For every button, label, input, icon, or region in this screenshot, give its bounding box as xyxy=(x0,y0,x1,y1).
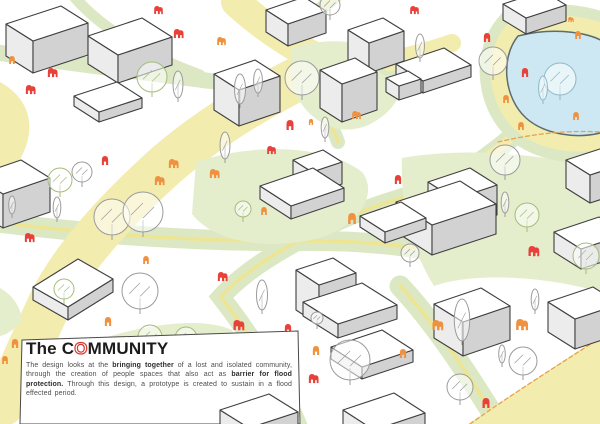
person-figure xyxy=(399,349,407,358)
tree xyxy=(53,278,75,304)
trees-layer xyxy=(8,0,600,422)
person-figure xyxy=(25,85,36,95)
tree xyxy=(329,339,371,385)
person-figure xyxy=(2,356,8,364)
person-figure xyxy=(101,156,109,165)
tree xyxy=(500,191,510,217)
caption-text-block: The COMMUNITY The design looks at the br… xyxy=(26,339,292,398)
tree xyxy=(310,311,324,329)
tree xyxy=(234,73,246,108)
tree xyxy=(415,33,425,62)
tree xyxy=(543,62,577,100)
person-figure xyxy=(518,122,524,130)
tree xyxy=(47,167,73,197)
foreground-buildings-layer xyxy=(219,393,299,424)
tree xyxy=(508,346,538,380)
title-prefix: The C xyxy=(26,339,75,358)
page-title: The COMMUNITY xyxy=(26,339,292,358)
tree xyxy=(498,344,506,367)
person-figure xyxy=(528,246,540,257)
person-figure xyxy=(233,320,245,331)
person-figure xyxy=(575,31,581,39)
tree xyxy=(121,272,159,314)
title-outlined-o: O xyxy=(74,339,88,358)
person-figure xyxy=(352,111,361,120)
tree xyxy=(52,196,62,222)
person-figure xyxy=(284,324,292,333)
person-figure xyxy=(482,398,490,408)
person-figure xyxy=(410,6,419,15)
person-figure xyxy=(483,33,491,42)
person-figure xyxy=(432,320,444,331)
person-figure xyxy=(503,95,509,103)
tree xyxy=(538,75,548,104)
person-figure xyxy=(173,29,184,39)
tree xyxy=(122,191,164,237)
person-figure xyxy=(168,159,179,169)
tree xyxy=(400,243,420,267)
person-figure xyxy=(209,169,220,179)
tree xyxy=(234,200,252,222)
tree xyxy=(514,202,540,232)
tree xyxy=(136,61,168,97)
person-figure xyxy=(286,120,294,130)
tree xyxy=(489,144,521,180)
person-figure xyxy=(516,319,528,331)
tree xyxy=(172,70,184,102)
person-figure xyxy=(348,213,356,224)
caption-card xyxy=(19,330,301,424)
person-figure xyxy=(24,233,35,243)
person-figure xyxy=(217,37,226,46)
title-suffix: MMUNITY xyxy=(87,339,169,358)
person-figure xyxy=(521,68,529,77)
tree xyxy=(478,46,508,80)
tree xyxy=(320,116,330,142)
person-figure xyxy=(154,6,163,15)
person-figure xyxy=(11,339,19,348)
person-figure xyxy=(312,346,320,355)
tree xyxy=(219,131,231,163)
tree xyxy=(446,373,474,405)
person-figure xyxy=(47,68,58,78)
tree xyxy=(8,195,16,218)
person-figure xyxy=(573,112,579,120)
tree xyxy=(284,60,320,100)
tree xyxy=(71,161,93,187)
description-text: The design looks at the bringing togethe… xyxy=(26,361,292,397)
tree xyxy=(253,68,263,97)
tree xyxy=(256,279,268,314)
tree xyxy=(530,288,540,314)
person-figure xyxy=(267,146,276,155)
person-figure xyxy=(568,17,574,23)
person-figure xyxy=(261,207,267,215)
person-figure xyxy=(217,272,228,282)
person-figure xyxy=(9,56,15,64)
person-figure xyxy=(308,119,314,125)
tree xyxy=(319,0,341,20)
tree xyxy=(572,242,600,274)
pond xyxy=(479,4,600,163)
person-figure xyxy=(154,176,165,186)
person-figure xyxy=(394,175,402,184)
person-figure xyxy=(308,374,319,384)
tree xyxy=(453,298,471,345)
person-figure xyxy=(104,317,112,326)
person-figure xyxy=(143,256,149,264)
road-dashes-layer xyxy=(469,130,600,424)
